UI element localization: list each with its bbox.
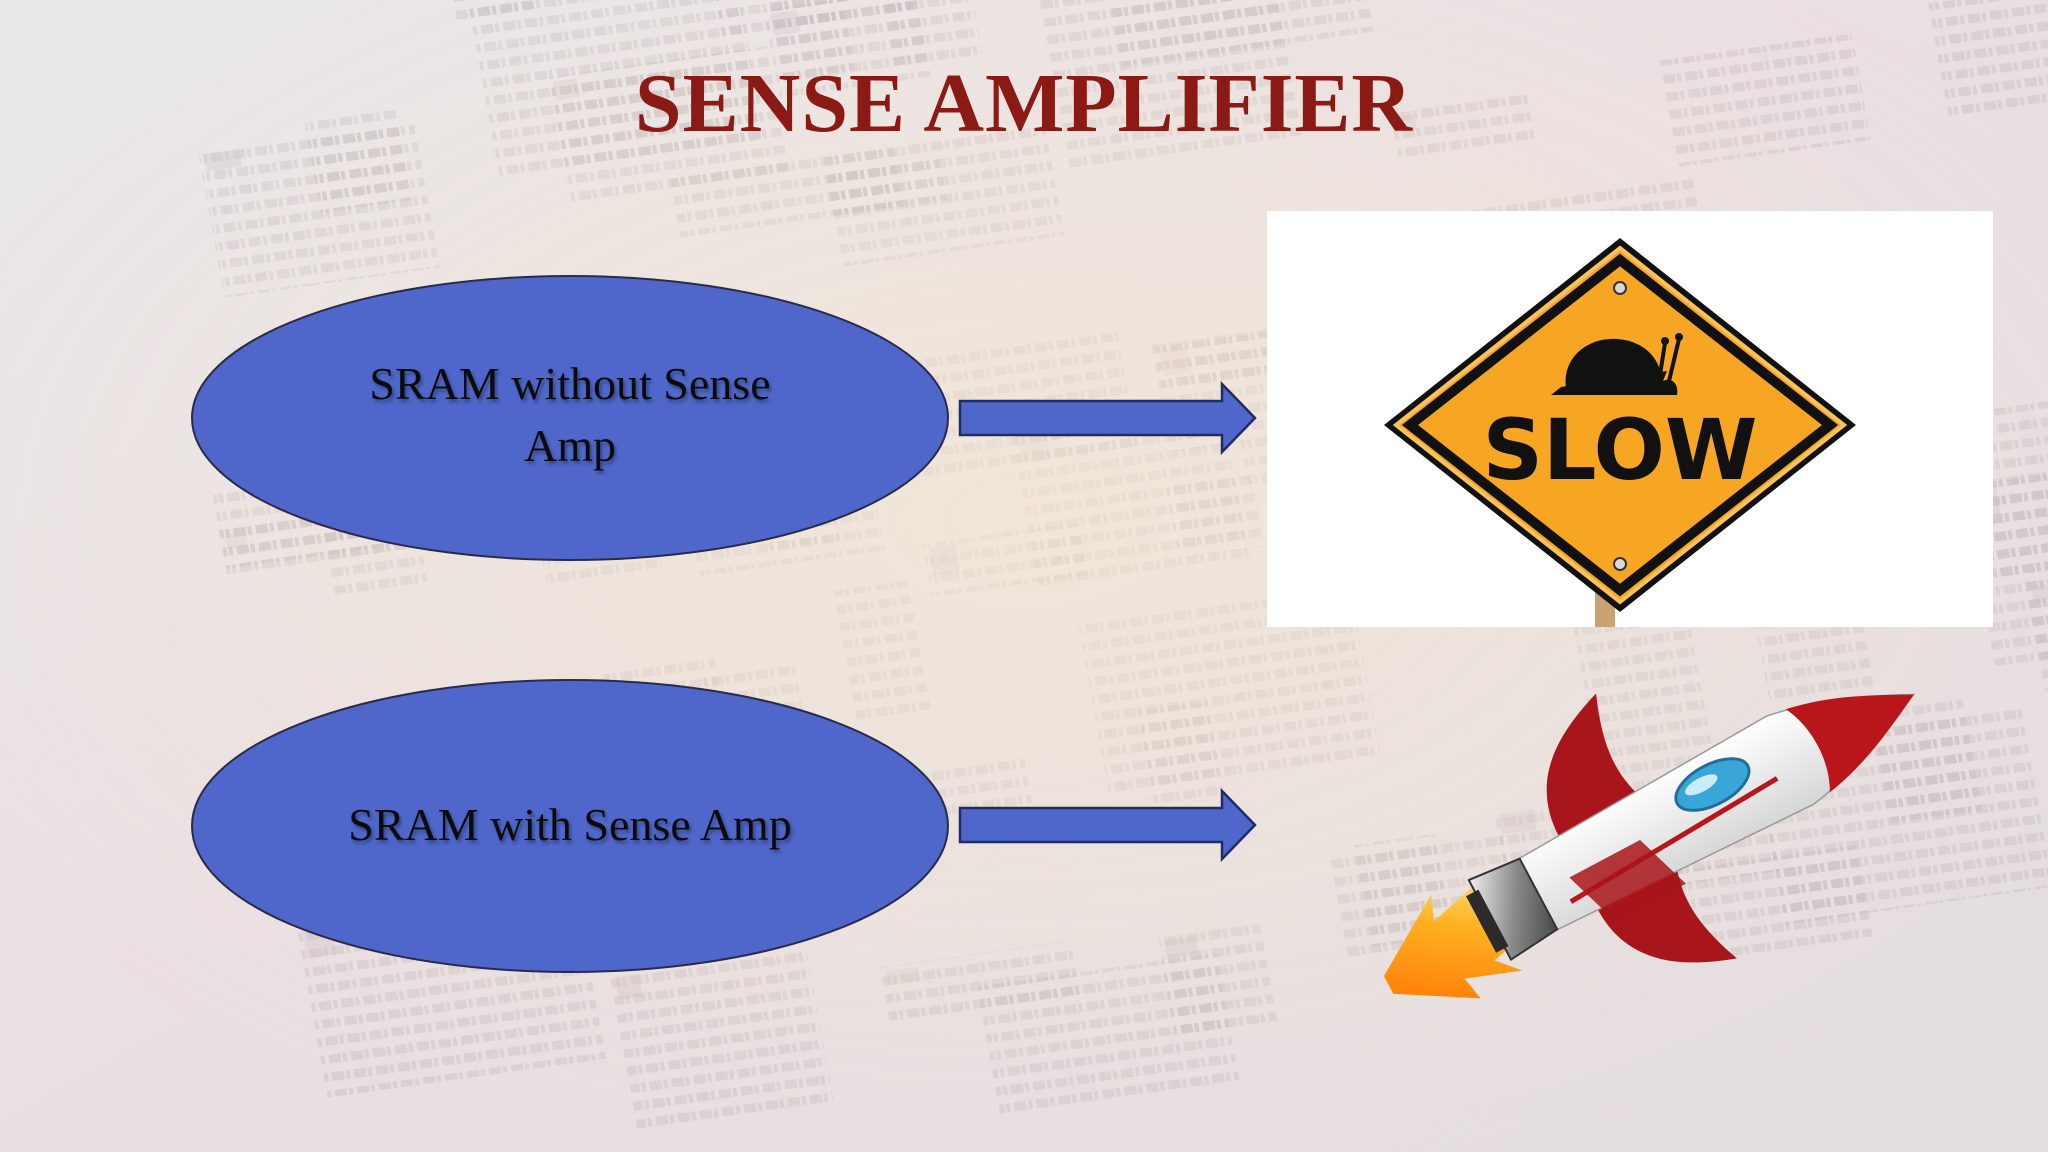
- label-without-sense-amp-line2: Amp: [524, 420, 616, 471]
- ellipse-without-sense-amp: [191, 275, 949, 561]
- slow-sign-text: SLOW: [1482, 401, 1757, 499]
- slow-sign-snail-icon: SLOW: [1267, 211, 1993, 627]
- arrow-to-rocket: [958, 787, 1257, 863]
- label-with-sense-amp: SRAM with Sense Amp: [348, 799, 792, 850]
- slide-title: SENSE AMPLIFIER: [634, 57, 1414, 150]
- rocket-icon: [1383, 693, 1916, 999]
- ellipse-with-sense-amp: [191, 679, 949, 973]
- label-without-sense-amp: SRAM without Sense Amp: [250, 340, 890, 490]
- arrow-to-slow: [958, 380, 1257, 456]
- label-without-sense-amp-line1: SRAM without Sense: [369, 358, 771, 409]
